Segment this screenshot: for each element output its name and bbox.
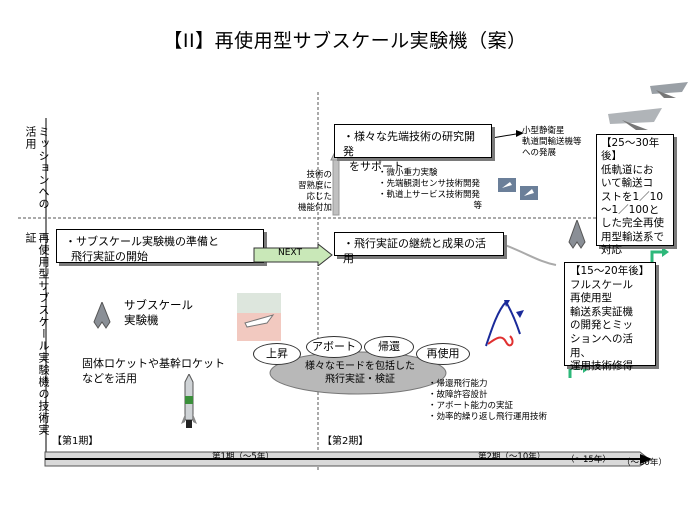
row-label-mission: ミッションへの活用: [24, 126, 50, 210]
chip-return: 帰還: [364, 336, 414, 358]
next-arrow: [253, 244, 333, 266]
satellite-icon: [498, 178, 538, 200]
experiments-note: ・微小重力実験 ・先端観測センサ技術開発 ・軌道上サービス技術開発 等: [378, 168, 482, 211]
timeline-phase-2: 第2期（～10年）: [478, 452, 546, 462]
next-label: NEXT: [278, 248, 302, 258]
ellipse-label: 様々なモードを包括した 飛行実証・検証: [305, 361, 415, 385]
chip-reuse: 再使用: [416, 343, 470, 365]
research-line-2: をサポート: [349, 160, 404, 173]
research-line-1: ・様々な先端技術の研究開発: [343, 130, 475, 158]
research-box: ・様々な先端技術の研究開発 をサポート: [334, 124, 492, 173]
prep-box: ・サブスケール実験機の準備と 飛行実証の開始: [56, 229, 264, 263]
mid-term-box: 【15～20年後】 フルスケール 再使用型 輸送系実証機 の開発とミッ ションへ…: [564, 262, 656, 372]
fullscale-vehicle-icon: [568, 220, 586, 249]
continue-box: ・飛行実証の継続と成果の活用: [334, 232, 504, 265]
phase-2-label: 【第2期】: [322, 436, 369, 447]
chip-ascent: 上昇: [253, 343, 301, 365]
small-sat-note: 小型静衛星 軌道間輸送機等 への発展: [522, 126, 582, 158]
subscale-vehicle-icon: [93, 302, 111, 329]
chip-abort: アボート: [306, 336, 362, 358]
timeline-30y: （～30年）: [622, 458, 667, 468]
trajectory-icon: [485, 300, 524, 347]
tech-dev-note: 技術の 習熟度に 応じた 機能付加: [297, 170, 332, 213]
rocket-note: 固体ロケットや基幹ロケット などを活用: [82, 357, 225, 385]
spaceplane-icon: [608, 82, 688, 130]
long-term-box: 【25～30年後】 低軌道にお いて輸送コ ストを1／10 ～1／100と した…: [596, 134, 674, 256]
phase-1-label: 【第1期】: [52, 436, 99, 447]
capabilities-note: ・帰還飛行能力 ・故障許容設計 ・アボート能力の実証 ・効率的繰り返し飛行運用技…: [428, 379, 548, 422]
timeline-phase-1: 第1期（～5年）: [212, 452, 274, 462]
subscale-label: サブスケール 実験機: [124, 298, 193, 327]
rocket-icon: [181, 374, 197, 428]
row-label-tech: 再使用型サブスケール実験機の技術実証: [24, 232, 50, 436]
timeline-15y: （～15年）: [566, 455, 611, 465]
page-title: 【II】再使用型サブスケール実験機（案）: [163, 30, 527, 52]
reentry-image: [237, 293, 281, 341]
